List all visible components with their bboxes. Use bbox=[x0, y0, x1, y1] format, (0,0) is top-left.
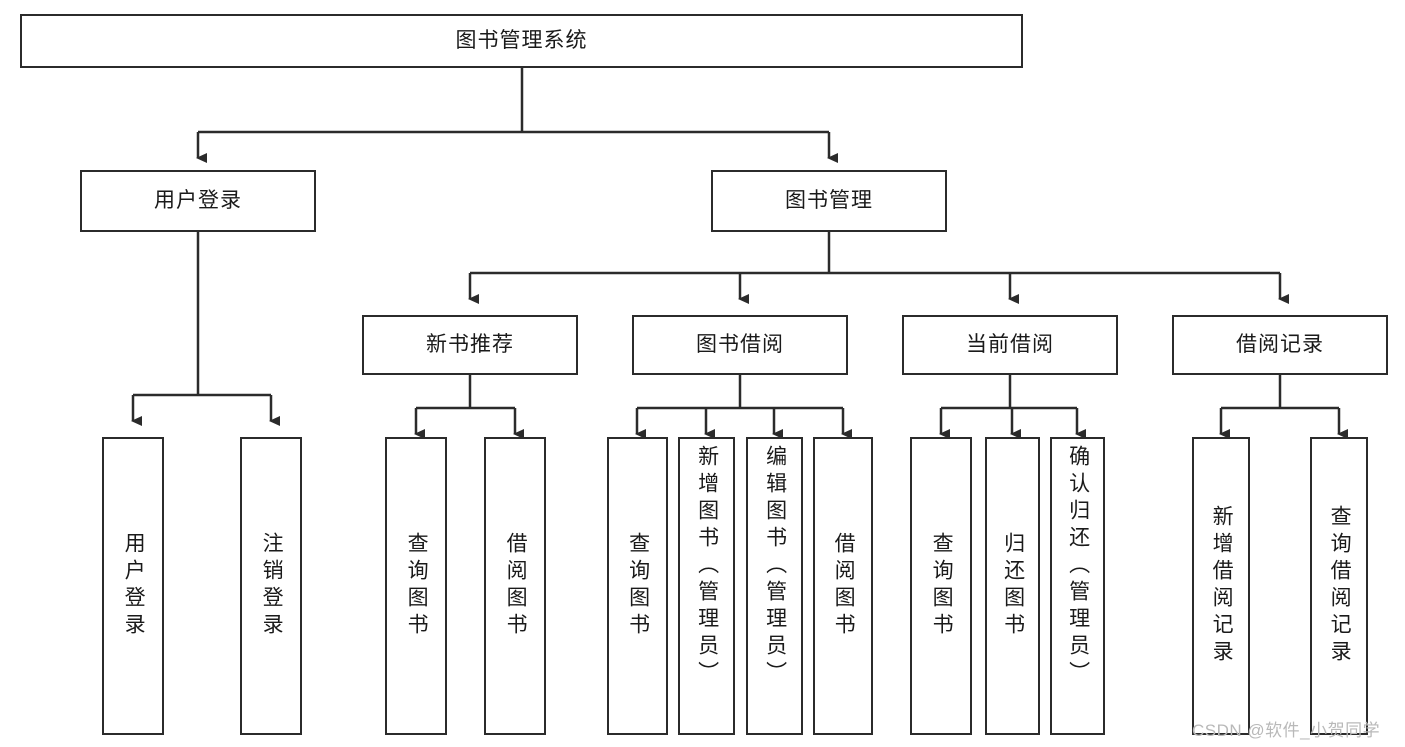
leaf-node[interactable]: 归还图书 bbox=[985, 437, 1040, 735]
node-new-book-recommend[interactable]: 新书推荐 bbox=[362, 315, 578, 375]
node-book-borrow[interactable]: 图书借阅 bbox=[632, 315, 848, 375]
leaf-node[interactable]: 借阅图书 bbox=[813, 437, 873, 735]
leaf-node[interactable]: 新增借阅记录 bbox=[1192, 437, 1250, 735]
node-borrow-record[interactable]: 借阅记录 bbox=[1172, 315, 1388, 375]
leaf-node[interactable]: 用户登录 bbox=[102, 437, 164, 735]
node-current-borrow[interactable]: 当前借阅 bbox=[902, 315, 1118, 375]
node-book-management[interactable]: 图书管理 bbox=[711, 170, 947, 232]
leaf-node[interactable]: 查询借阅记录 bbox=[1310, 437, 1368, 735]
leaf-node[interactable]: 新增图书（管理员） bbox=[678, 437, 735, 735]
node-root-system[interactable]: 图书管理系统 bbox=[20, 14, 1023, 68]
leaf-node[interactable]: 查询图书 bbox=[910, 437, 972, 735]
leaf-node[interactable]: 注销登录 bbox=[240, 437, 302, 735]
leaf-node[interactable]: 查询图书 bbox=[607, 437, 668, 735]
csdn-watermark: CSDN @软件_小贺同学 bbox=[1192, 721, 1381, 740]
leaf-node[interactable]: 确认归还（管理员） bbox=[1050, 437, 1105, 735]
leaf-node[interactable]: 查询图书 bbox=[385, 437, 447, 735]
leaf-node[interactable]: 编辑图书（管理员） bbox=[746, 437, 803, 735]
node-user-login[interactable]: 用户登录 bbox=[80, 170, 316, 232]
leaf-node[interactable]: 借阅图书 bbox=[484, 437, 546, 735]
